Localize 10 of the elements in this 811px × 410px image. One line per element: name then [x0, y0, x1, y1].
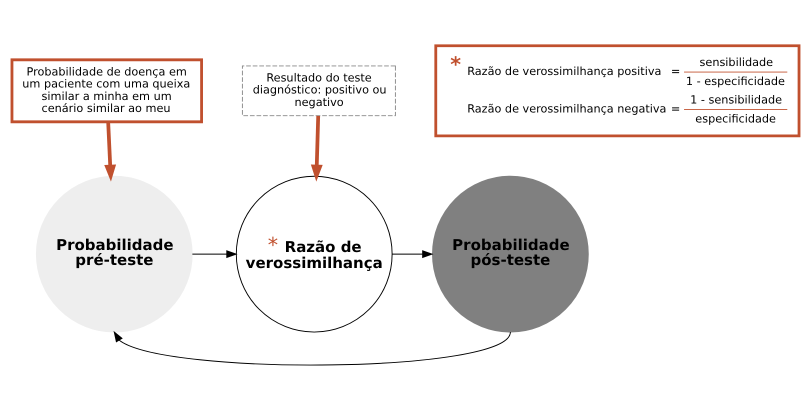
- node-circle: Probabilidade pós-teste: [432, 175, 589, 332]
- arrow: [114, 330, 511, 365]
- arrow: [310, 115, 323, 182]
- arrow: [192, 250, 238, 258]
- node-circle: Probabilidade pré-teste: [36, 175, 193, 332]
- arrow: [392, 250, 434, 258]
- arrow: [104, 122, 116, 182]
- node-circle: * Razão de verossimilhança: [236, 175, 393, 332]
- node-box: Resultado do teste diagnóstico: positivo ou negativo: [242, 64, 396, 116]
- node-box: Probabilidade de doença em um paciente com uma queixa similar a minha em um cenário similar ao meu: [10, 58, 203, 123]
